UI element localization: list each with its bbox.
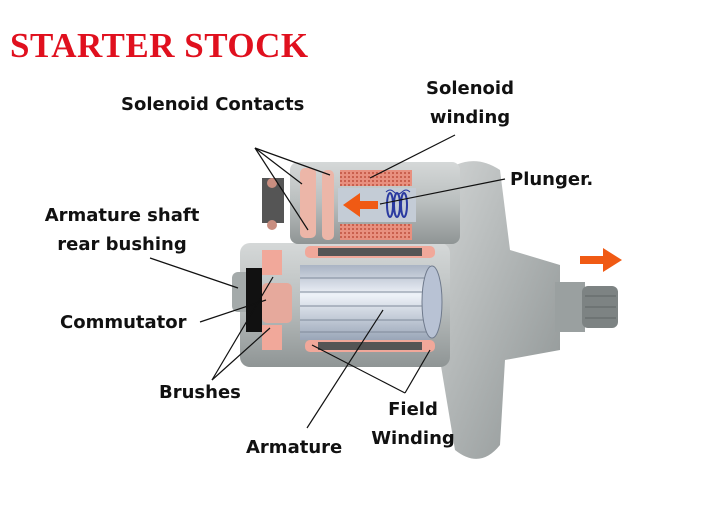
brush (262, 250, 282, 275)
label-armature-shaft-rear-bushing: Armature shaft rear bushing (37, 201, 207, 259)
label-brushes: Brushes (159, 382, 241, 403)
label-line: Armature shaft (44, 205, 200, 226)
label-line: Solenoid (426, 78, 514, 99)
pinion-direction-arrow (580, 248, 622, 272)
brush (262, 325, 282, 350)
label-solenoid-winding: Solenoid winding (420, 74, 520, 132)
label-armature: Armature (246, 437, 343, 458)
motor-body (232, 243, 450, 367)
solenoid-winding (340, 170, 412, 186)
solenoid-contact (322, 170, 334, 240)
solenoid-contact (300, 168, 316, 238)
drive-housing (440, 161, 618, 459)
commutator (262, 283, 292, 323)
label-solenoid-contacts: Solenoid Contacts (121, 94, 305, 115)
armature (300, 265, 430, 340)
label-field-winding: Field Winding (363, 395, 463, 453)
plunger-direction-arrow (343, 193, 378, 217)
label-commutator: Commutator (60, 312, 187, 333)
label-plunger: Plunger. (510, 169, 594, 190)
label-line: rear bushing (57, 234, 187, 255)
label-line: Winding (371, 428, 455, 449)
label-line: winding (429, 107, 511, 128)
page-title: STARTER STOCK (10, 26, 309, 65)
leader-lines (149, 134, 506, 429)
label-line: Field (388, 399, 438, 420)
